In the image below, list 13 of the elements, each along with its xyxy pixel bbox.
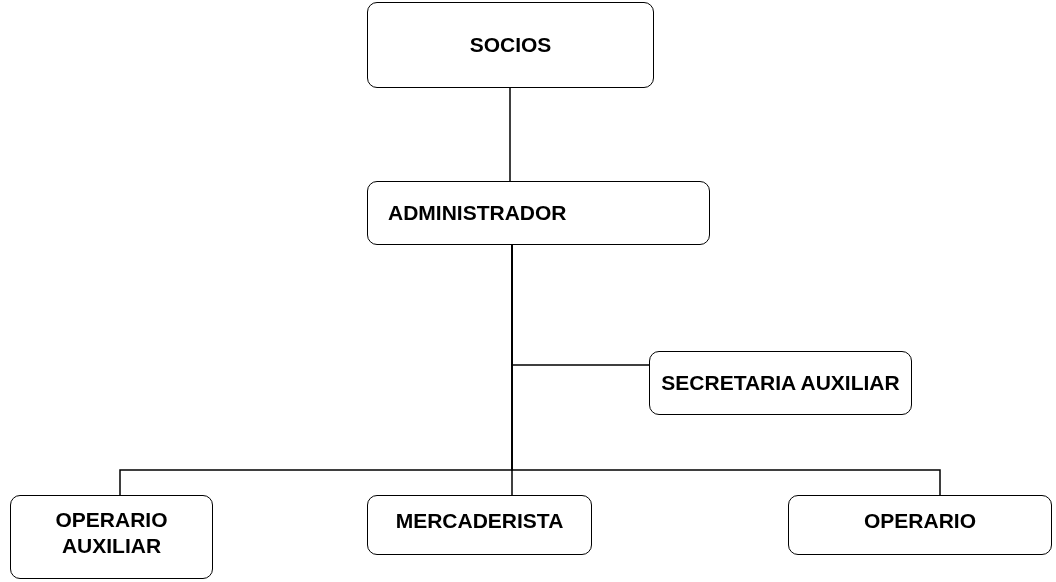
org-box — [649, 351, 912, 415]
org-box — [10, 495, 213, 579]
role-label: ADMINISTRADOR — [388, 199, 567, 226]
org-box — [367, 495, 592, 555]
org-box — [367, 181, 710, 245]
org-box — [788, 495, 1052, 555]
role-label: SECRETARIA AUXILIAR — [661, 369, 900, 396]
role-label: OPERARIO AUXILIAR — [54, 506, 169, 559]
role-label: MERCADERISTA — [395, 507, 564, 534]
role-label: OPERARIO — [864, 507, 976, 534]
connector-line — [509, 87, 511, 182]
org-box — [367, 2, 654, 88]
role-label: SOCIOS — [469, 31, 552, 58]
